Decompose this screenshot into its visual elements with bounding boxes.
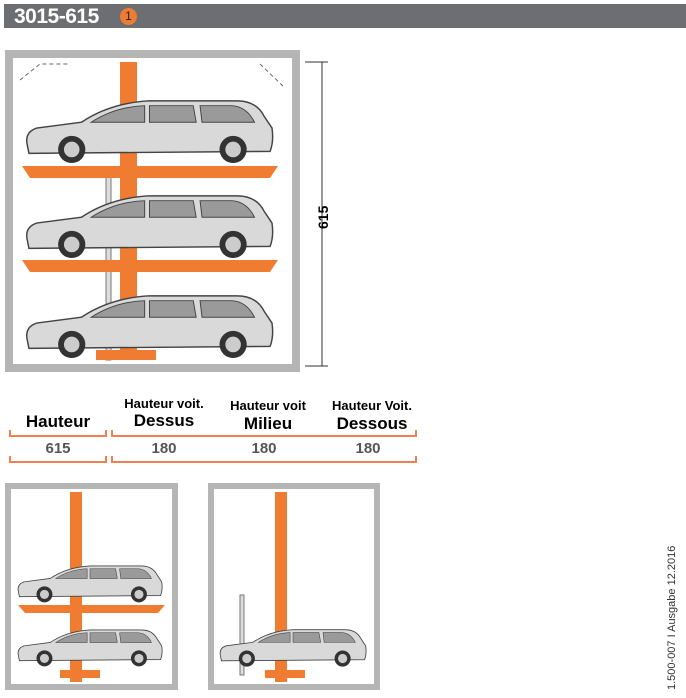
col-dessous-line2: Dessous <box>336 414 408 433</box>
value-hauteur: 615 <box>45 440 71 457</box>
document-code: 1.500-007 I Ausgabe 12.2016 <box>666 545 678 690</box>
dimension-label-wrap: 615 <box>312 200 334 240</box>
col-milieu-line2: Milieu <box>243 414 293 433</box>
variant-one-level <box>208 483 380 690</box>
col-dessus-line1: Hauteur voit. <box>124 396 204 411</box>
col-dessous-line1: Hauteur Voit. <box>332 398 412 413</box>
model-title: 3015-615 <box>14 5 99 28</box>
dimension-label: 615 <box>315 205 331 229</box>
car-top <box>25 100 274 164</box>
number-badge: 1 <box>120 8 137 25</box>
col-milieu-line1: Hauteur voit <box>230 398 306 413</box>
table-brackets <box>9 430 417 463</box>
col-dessus-line2: Dessus <box>133 411 195 430</box>
dimension-line <box>305 61 328 367</box>
main-frame <box>5 50 300 372</box>
value-dessus: 180 <box>151 440 177 457</box>
value-milieu: 180 <box>251 440 277 457</box>
car-bottom <box>25 295 274 359</box>
car-middle <box>25 195 274 259</box>
variant-two-levels <box>5 483 178 690</box>
col-hauteur-label: Hauteur <box>25 412 91 431</box>
value-dessous: 180 <box>355 440 381 457</box>
platforms <box>22 166 278 272</box>
header-bar: 3015-615 1 <box>4 4 686 28</box>
